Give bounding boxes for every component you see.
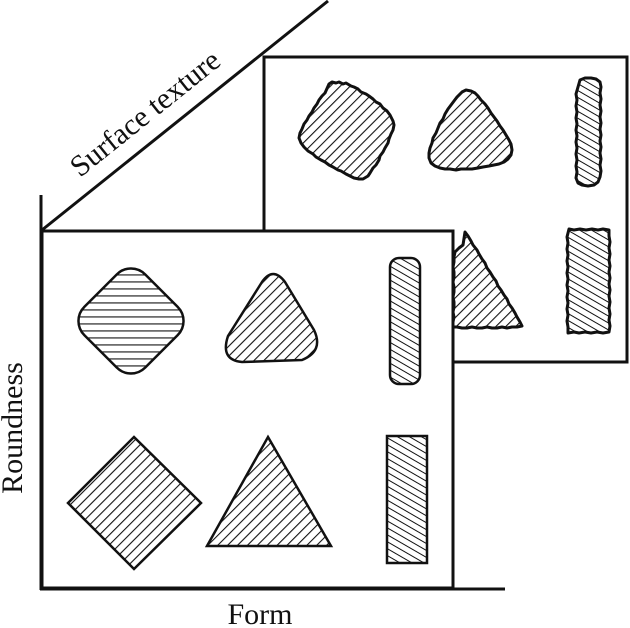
front-panel [40, 229, 455, 590]
rounded-square-shape [77, 267, 185, 375]
bar-shape [385, 434, 429, 565]
rough-rounded-square-shape [297, 80, 396, 181]
form-label: Form [227, 598, 292, 628]
rounded-bar-shape [388, 256, 422, 386]
rough-rounded-triangle-shape [427, 88, 514, 172]
axes [39, 0, 505, 591]
rough-bar-shape [565, 227, 612, 335]
surface-texture-label: Surface texture [64, 44, 227, 184]
triangle-shape [204, 434, 334, 548]
roundness-label: Roundness [0, 362, 29, 494]
rounded-triangle-shape [224, 272, 319, 364]
square-shape [66, 435, 203, 571]
rough-rounded-bar-shape [574, 76, 603, 188]
surface-texture-axis [41, 0, 329, 232]
